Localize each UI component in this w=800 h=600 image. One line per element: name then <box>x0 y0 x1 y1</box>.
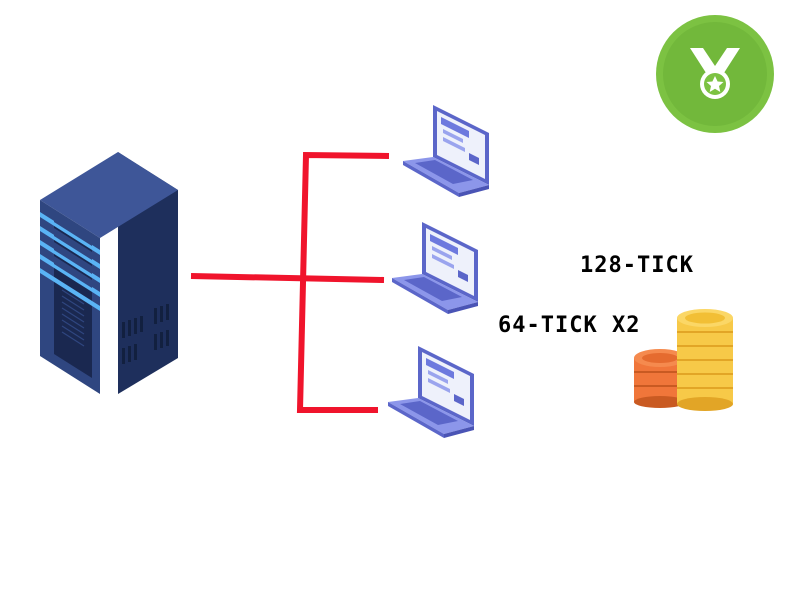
laptop-icon <box>403 105 489 197</box>
trunk-line <box>190 273 385 283</box>
tick-rate-128-label: 128-TICK <box>580 253 694 278</box>
coin-stack-icon <box>634 309 733 411</box>
medal-badge-icon <box>656 15 774 133</box>
gold-coin-stack <box>677 309 733 411</box>
laptop-icon <box>392 222 478 314</box>
connection-lines <box>190 151 390 413</box>
server-rack-icon <box>40 152 178 394</box>
tick-rate-64-label: 64-TICK X2 <box>498 313 641 338</box>
laptop-icon <box>388 346 474 438</box>
branch-line-top <box>296 151 390 413</box>
